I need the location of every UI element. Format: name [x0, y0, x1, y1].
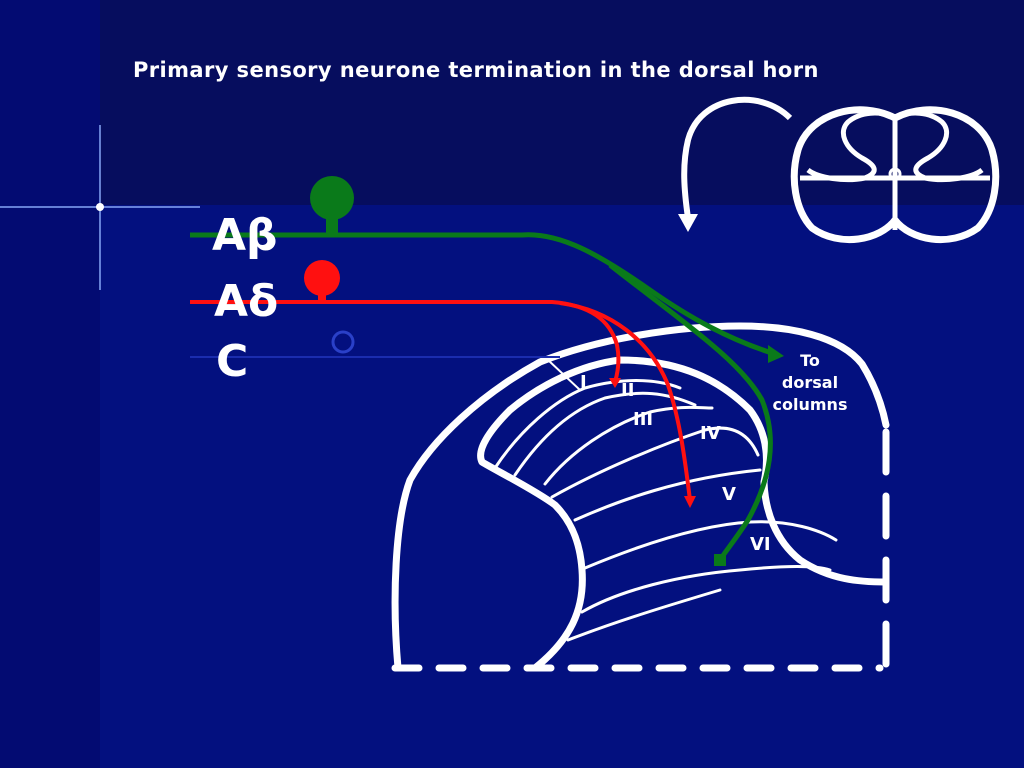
fiber-label-c: C [216, 336, 249, 387]
dorsal-columns-label: To dorsal columns [755, 350, 865, 416]
lamina-label-ii: II [621, 380, 635, 401]
dorsal-columns-line-1: To [800, 351, 820, 370]
fiber-label-a-delta: Aδ [214, 276, 279, 327]
sparkle-decoration [0, 125, 200, 290]
pointer-arrow [678, 96, 793, 232]
slide-background-top [0, 0, 1024, 205]
lamina-label-iv: IV [700, 423, 721, 444]
dorsal-columns-line-3: columns [772, 395, 848, 414]
fiber-label-a-beta: Aβ [212, 210, 278, 261]
lamina-boundaries [493, 359, 838, 642]
slide-background-left [0, 0, 100, 768]
dorsal-horn-outline [391, 322, 890, 672]
spinal-cord-cross-section-icon [790, 106, 1000, 243]
lamina-label-vi: VI [750, 534, 771, 555]
a-delta-fiber [190, 260, 696, 508]
lamina-label-iii: III [633, 409, 654, 430]
c-fiber [190, 330, 560, 358]
slide-title: Primary sensory neurone termination in t… [133, 58, 819, 82]
lamina-label-v: V [722, 484, 736, 505]
slide-background-main [100, 205, 1024, 768]
a-beta-fiber [190, 176, 784, 566]
lamina-label-i: I [580, 372, 587, 393]
dorsal-columns-line-2: dorsal [781, 373, 839, 392]
